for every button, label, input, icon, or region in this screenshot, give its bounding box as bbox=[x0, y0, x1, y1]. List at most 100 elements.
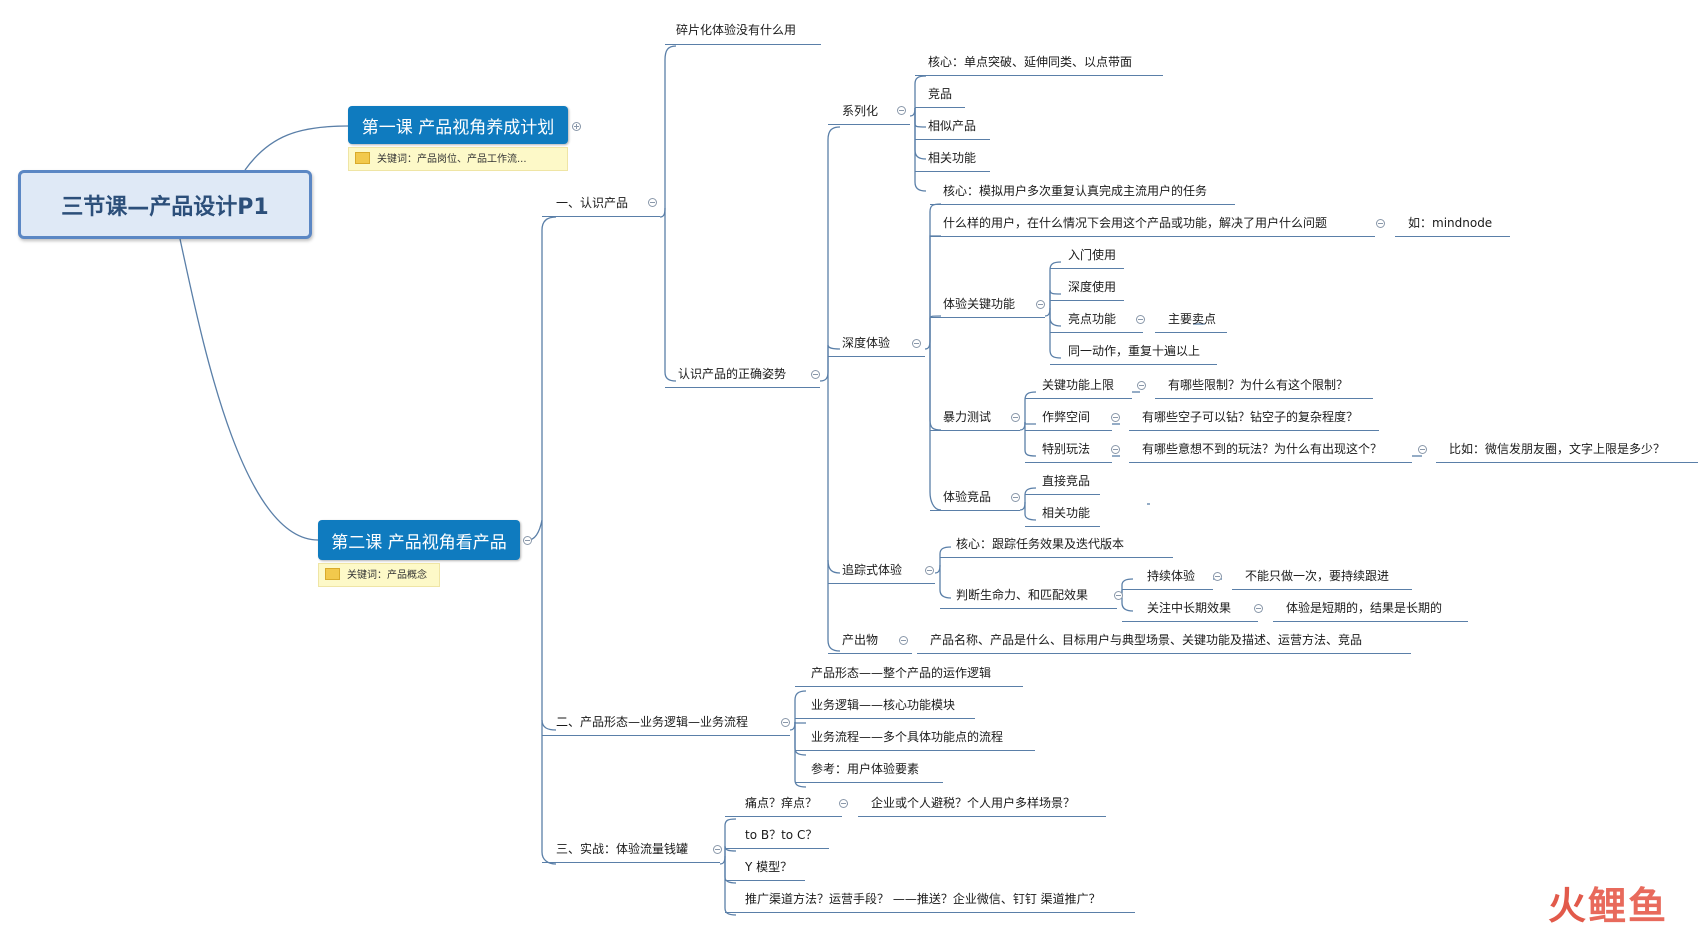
topic-posture[interactable]: 认识产品的正确姿势 bbox=[678, 367, 787, 381]
underline bbox=[858, 816, 1106, 817]
underline bbox=[725, 880, 805, 881]
underline bbox=[1232, 589, 1412, 590]
central-topic[interactable]: 三节课—产品设计P1 bbox=[18, 170, 312, 239]
topic-track[interactable]: 追踪式体验 bbox=[842, 563, 903, 577]
topic-s1[interactable]: 一、认识产品 bbox=[556, 196, 629, 210]
topic-s3-ymodel[interactable]: Y 模型？ bbox=[745, 860, 793, 874]
topic-key-highlight[interactable]: 亮点功能 bbox=[1068, 312, 1117, 326]
underline bbox=[1025, 430, 1112, 431]
collapse-icon[interactable] bbox=[1136, 315, 1145, 324]
underline bbox=[1436, 462, 1698, 463]
topic-comp[interactable]: 体验竞品 bbox=[943, 490, 992, 504]
collapse-icon[interactable] bbox=[648, 198, 657, 207]
topic-output[interactable]: 产出物 bbox=[842, 633, 879, 647]
collapse-icon[interactable] bbox=[1011, 413, 1020, 422]
topic-s3-pain[interactable]: 痛点？痒点？ bbox=[745, 796, 818, 810]
topic-series-similar[interactable]: 相似产品 bbox=[928, 119, 977, 133]
underline bbox=[828, 124, 910, 125]
topic-course-1[interactable]: 第一课 产品视角养成计划 bbox=[348, 106, 568, 144]
topic-fragment[interactable]: 碎片化体验没有什么用 bbox=[676, 23, 797, 37]
topic-series-core[interactable]: 核心：单点突破、延伸同类、以点带面 bbox=[928, 55, 1133, 69]
topic-stress-cheat[interactable]: 作弊空间 bbox=[1042, 410, 1091, 424]
topic-output-detail[interactable]: 产品名称、产品是什么、目标用户与典型场景、关键功能及描述、运营方法、竞品 bbox=[930, 633, 1363, 647]
topic-deep-example[interactable]: 如：mindnode bbox=[1408, 216, 1493, 230]
underline bbox=[828, 583, 935, 584]
collapse-icon[interactable] bbox=[811, 370, 820, 379]
collapse-icon[interactable] bbox=[1111, 413, 1120, 422]
underline bbox=[1025, 462, 1112, 463]
underline bbox=[725, 848, 829, 849]
collapse-icon[interactable] bbox=[781, 718, 790, 727]
watermark-part-2: 鲤鱼 bbox=[1588, 884, 1669, 928]
collapse-icon[interactable] bbox=[925, 566, 934, 575]
topic-stress-cheat-q[interactable]: 有哪些空子可以钻？钻空子的复杂程度？ bbox=[1142, 410, 1359, 424]
topic-stress-special[interactable]: 特别玩法 bbox=[1042, 442, 1091, 456]
collapse-icon[interactable] bbox=[1111, 445, 1120, 454]
topic-track-continuous-d[interactable]: 不能只做一次，要持续跟进 bbox=[1245, 569, 1390, 583]
topic-key[interactable]: 体验关键功能 bbox=[943, 297, 1016, 311]
topic-s2[interactable]: 二、产品形态—业务逻辑—业务流程 bbox=[556, 715, 749, 729]
collapse-icon[interactable] bbox=[1137, 381, 1146, 390]
watermark-logo: 火鲤鱼 bbox=[1548, 884, 1668, 928]
topic-s2-flow[interactable]: 业务流程——多个具体功能点的流程 bbox=[811, 730, 1004, 744]
topic-key-entry[interactable]: 入门使用 bbox=[1068, 248, 1117, 262]
topic-comp-related[interactable]: 相关功能 bbox=[1042, 506, 1091, 520]
expand-icon[interactable] bbox=[572, 122, 581, 131]
topic-s3-pain-d[interactable]: 企业或个人避税？个人用户多样场景？ bbox=[871, 796, 1076, 810]
topic-track-core[interactable]: 核心：跟踪任务效果及迭代版本 bbox=[956, 537, 1125, 551]
underline bbox=[930, 204, 1235, 205]
topic-key-repeat[interactable]: 同一动作，重复十遍以上 bbox=[1068, 344, 1201, 358]
topic-course-2[interactable]: 第二课 产品视角看产品 bbox=[318, 520, 520, 560]
topic-series-competitor[interactable]: 竞品 bbox=[928, 87, 953, 101]
topic-series-related[interactable]: 相关功能 bbox=[928, 151, 977, 165]
collapse-icon[interactable] bbox=[1213, 572, 1222, 581]
topic-track-judge[interactable]: 判断生命力、和匹配效果 bbox=[956, 588, 1089, 602]
topic-track-continuous[interactable]: 持续体验 bbox=[1147, 569, 1196, 583]
topic-stress-special-ex[interactable]: 比如：微信发朋友圈，文字上限是多少？ bbox=[1449, 442, 1666, 456]
topic-s3[interactable]: 三、实战：体验流量钱罐 bbox=[556, 842, 689, 856]
topic-deep[interactable]: 深度体验 bbox=[842, 336, 891, 350]
underline bbox=[828, 356, 925, 357]
underline bbox=[1025, 494, 1100, 495]
collapse-icon[interactable] bbox=[1011, 493, 1020, 502]
underline bbox=[795, 782, 943, 783]
collapse-icon[interactable] bbox=[1036, 300, 1045, 309]
note-course-1[interactable]: 关键词：产品岗位、产品工作流... bbox=[348, 147, 568, 171]
underline bbox=[795, 718, 975, 719]
underline bbox=[930, 317, 1045, 318]
topic-s3-promo[interactable]: 推广渠道方法？运营手段？ ——推送？企业微信、钉钉 渠道推广？ bbox=[745, 892, 1101, 906]
topic-s2-logic[interactable]: 业务逻辑——核心功能模块 bbox=[811, 698, 956, 712]
collapse-icon[interactable] bbox=[1376, 219, 1385, 228]
collapse-icon[interactable] bbox=[839, 799, 848, 808]
topic-track-longterm[interactable]: 关注中长期效果 bbox=[1147, 601, 1232, 615]
topic-stress[interactable]: 暴力测试 bbox=[943, 410, 992, 424]
collapse-icon[interactable] bbox=[523, 536, 532, 545]
note-text: 关键词：产品岗位、产品工作流... bbox=[377, 154, 527, 165]
underline bbox=[1129, 430, 1379, 431]
underline bbox=[1025, 398, 1132, 399]
underline bbox=[915, 75, 1163, 76]
topic-comp-direct[interactable]: 直接竞品 bbox=[1042, 474, 1091, 488]
collapse-icon[interactable] bbox=[1254, 604, 1263, 613]
topic-deep-question[interactable]: 什么样的用户，在什么情况下会用这个产品或功能，解决了用户什么问题 bbox=[943, 216, 1328, 230]
collapse-icon[interactable] bbox=[713, 845, 722, 854]
collapse-icon[interactable] bbox=[1114, 591, 1123, 600]
topic-key-depth[interactable]: 深度使用 bbox=[1068, 280, 1117, 294]
note-course-2[interactable]: 关键词：产品概念 bbox=[318, 563, 440, 587]
collapse-icon[interactable] bbox=[912, 339, 921, 348]
topic-deep-core[interactable]: 核心：模拟用户多次重复认真完成主流用户的任务 bbox=[943, 184, 1208, 198]
topic-key-selling[interactable]: 主要卖点 bbox=[1168, 312, 1217, 326]
underline bbox=[1155, 332, 1227, 333]
topic-s2-ref[interactable]: 参考：用户体验要素 bbox=[811, 762, 920, 776]
topic-s3-tob[interactable]: to B？to C？ bbox=[745, 828, 818, 842]
topic-track-longterm-d[interactable]: 体验是短期的，结果是长期的 bbox=[1286, 601, 1443, 615]
topic-s2-form[interactable]: 产品形态——整个产品的运作逻辑 bbox=[811, 666, 992, 680]
collapse-icon[interactable] bbox=[899, 636, 908, 645]
topic-stress-special-q[interactable]: 有哪些意想不到的玩法？为什么有出现这个？ bbox=[1142, 442, 1383, 456]
topic-stress-limit[interactable]: 关键功能上限 bbox=[1042, 378, 1115, 392]
topic-series[interactable]: 系列化 bbox=[842, 104, 879, 118]
topic-stress-limit-q[interactable]: 有哪些限制？为什么有这个限制？ bbox=[1168, 378, 1349, 392]
collapse-icon[interactable] bbox=[1418, 445, 1427, 454]
collapse-icon[interactable] bbox=[897, 106, 906, 115]
